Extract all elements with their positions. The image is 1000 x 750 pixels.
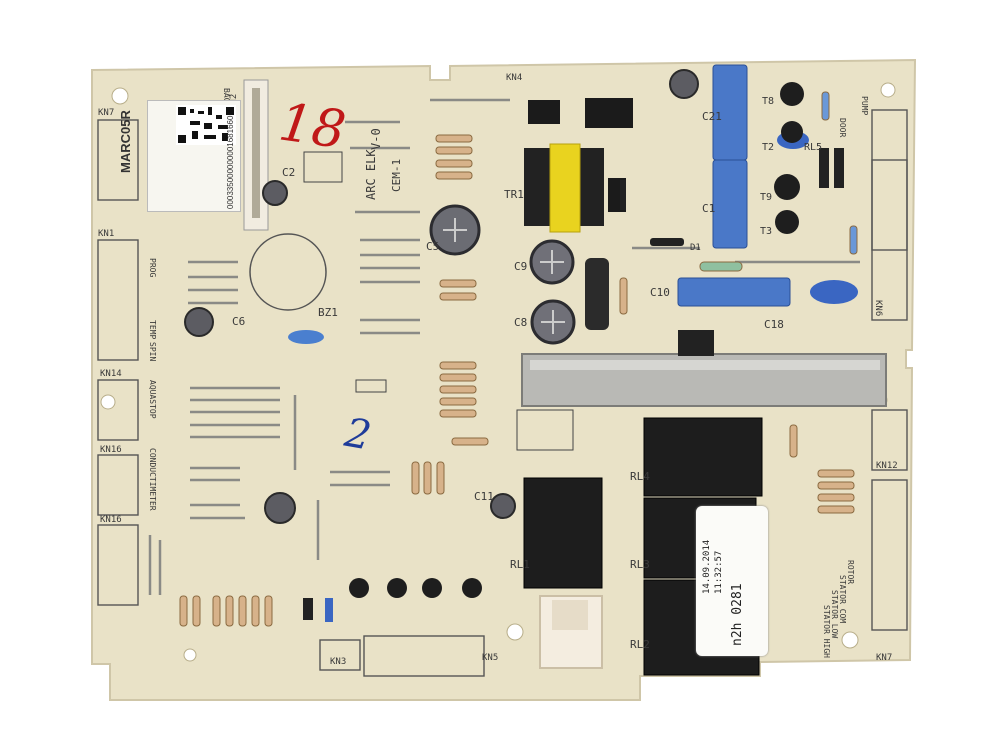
label-c8: C8	[514, 316, 527, 329]
label-bz1: BZ1	[318, 306, 338, 319]
buzzer-bz1	[249, 233, 327, 311]
label-kn7: KN7	[98, 108, 114, 118]
film-capacitors	[288, 64, 858, 344]
label-prog: PROG	[148, 258, 157, 277]
label-v0: V-0	[369, 128, 383, 150]
label-rl4: RL4	[630, 470, 650, 483]
label-stator-low: STATOR LOW	[830, 590, 839, 638]
label-kn16: KN16	[100, 515, 122, 525]
label-rl1: RL1	[510, 558, 530, 571]
label-c10: C10	[650, 286, 670, 299]
label-kn9: KN7	[876, 653, 892, 663]
label-spin: SPIN	[148, 342, 157, 361]
label-c2: C2	[282, 166, 295, 179]
label-c6: C6	[232, 315, 245, 328]
label-pump: PUMP	[860, 96, 869, 115]
transformer-tr1	[524, 143, 604, 233]
model-label: MARC05R	[118, 110, 133, 173]
label-kn1: KN1	[98, 229, 114, 239]
label-cem1: CEM-1	[390, 159, 403, 192]
label-kn14: KN16	[100, 445, 122, 455]
label-stator-high: STATOR HIGH	[822, 605, 831, 658]
label-kn13: KN14	[100, 369, 122, 379]
label-c1: C1	[702, 202, 715, 215]
label-t3: T3	[760, 226, 772, 237]
label-rl3: RL3	[630, 558, 650, 571]
label-rl2: RL2	[630, 638, 650, 651]
label-tr1: TR1	[504, 188, 524, 201]
handwritten-number: 18	[275, 92, 349, 161]
identification-label: MARC05R 000335000000001681660	[118, 100, 241, 212]
label-stator-com: STATOR COM	[838, 575, 847, 623]
label-t9: T9	[760, 192, 772, 203]
label-d1: D1	[690, 243, 701, 253]
sticker-time: 11:32:57	[714, 550, 724, 594]
production-sticker: 14.09.2014 11:32:57 n2h 0281	[696, 506, 768, 656]
label-rotor: ROTOR	[846, 560, 855, 584]
resistors	[179, 91, 858, 627]
label-t8: T8	[762, 96, 774, 107]
qr-code	[176, 105, 236, 145]
label-conductimeter: CONDUCTIMETER	[148, 448, 157, 511]
label-kn4: KN4	[506, 73, 522, 83]
label-door: DOOR	[838, 118, 847, 137]
serial-number: 000335000000001681660	[226, 115, 235, 209]
transistors	[349, 82, 804, 598]
label-c21: C21	[702, 110, 722, 123]
label-aquastop: AQUASTOP	[148, 380, 157, 419]
heatsink	[521, 330, 887, 407]
label-t2: T2	[762, 142, 774, 153]
label-temp: TEMP	[148, 320, 157, 339]
sticker-date: 14.09.2014	[702, 539, 712, 594]
label-arc-elk: ARC ELK	[364, 149, 378, 200]
label-kn6: KN6	[873, 300, 883, 316]
label-rl5: RL5	[804, 142, 822, 153]
label-c11: C11	[474, 490, 494, 503]
label-c5: C5	[426, 240, 439, 253]
sticker-code: n2h 0281	[730, 583, 745, 646]
label-c18: C18	[764, 318, 784, 331]
label-kn3: KN3	[330, 657, 346, 667]
label-kn12: KN12	[876, 461, 898, 471]
label-kn5: KN5	[482, 653, 498, 663]
label-c9: C9	[514, 260, 527, 273]
electrolytic-capacitors	[184, 69, 699, 524]
